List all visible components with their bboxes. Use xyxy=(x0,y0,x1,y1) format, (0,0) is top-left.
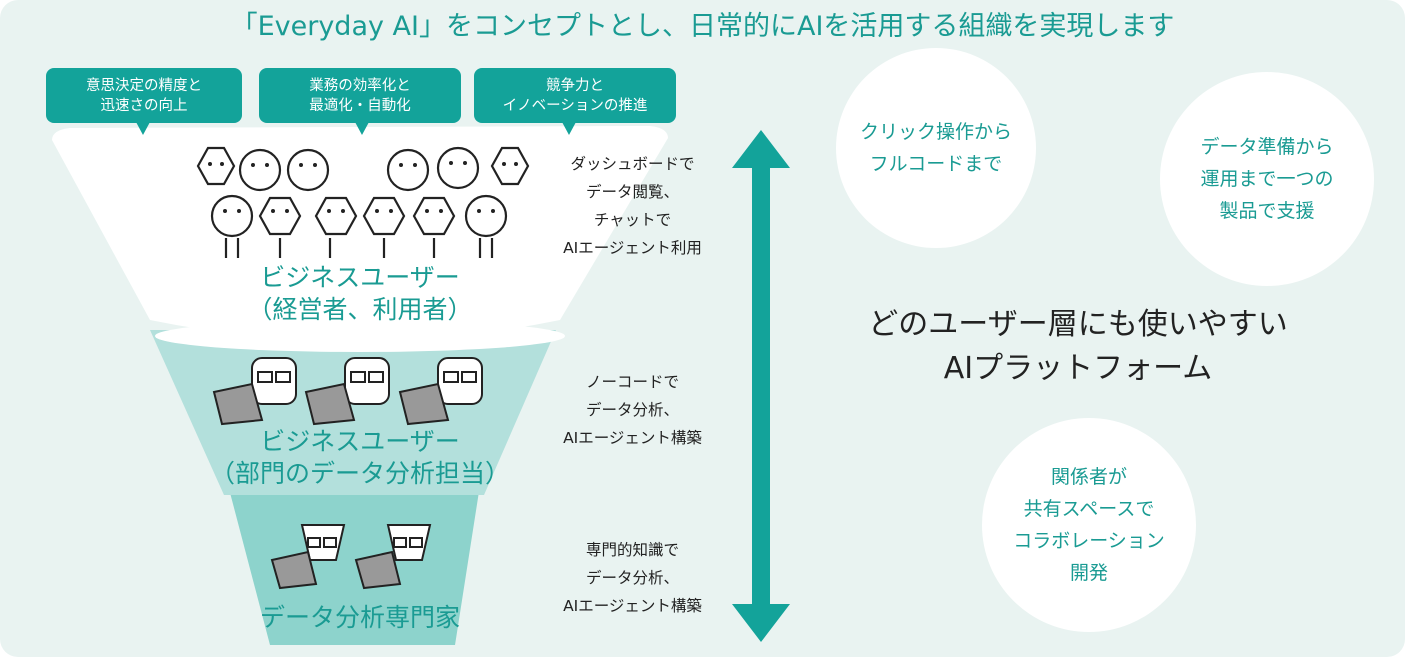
feature-line: 運用まで一つの xyxy=(1200,168,1334,190)
tier-label-data-experts: データ分析専門家 xyxy=(230,602,490,634)
goal-line: 業務の効率化と xyxy=(309,77,411,94)
desc-line: AIエージェント利用 xyxy=(563,239,702,257)
feature-circle-single-product: データ準備から 運用まで一つの 製品で支援 xyxy=(1160,72,1374,286)
desc-line: 専門的知識で xyxy=(585,541,679,559)
double-arrow-icon xyxy=(732,130,790,642)
platform-statement: どのユーザー層にも使いやすい AIプラットフォーム xyxy=(858,303,1298,391)
tier-label-line: ビジネスユーザー xyxy=(260,427,460,456)
desc-line: データ分析、 xyxy=(585,401,679,419)
tier-desc-department-analysts: ノーコードで データ分析、 AIエージェント構築 xyxy=(540,368,725,452)
goal-bubble-decision: 意思決定の精度と迅速さの向上 xyxy=(46,68,242,135)
goal-line: 最適化・自動化 xyxy=(309,97,411,114)
tier-label-business-users: ビジネスユーザー （経営者、利用者） xyxy=(210,262,510,326)
goal-line: 意思決定の精度と xyxy=(86,77,202,94)
user-funnel xyxy=(52,126,668,645)
smile-faces-icon xyxy=(208,161,518,213)
desc-line: AIエージェント構築 xyxy=(563,429,702,447)
analyst-laptop-icons xyxy=(212,357,483,426)
expert-laptop-icons xyxy=(270,524,432,590)
tier-label-line: ビジネスユーザー xyxy=(260,263,460,292)
platform-line: どのユーザー層にも使いやすい xyxy=(868,307,1288,342)
desc-line: データ閲覧、 xyxy=(585,183,679,201)
goal-bubble-innovation: 競争力とイノベーションの推進 xyxy=(474,68,676,135)
feature-line: データ準備から xyxy=(1200,136,1334,158)
feature-line: コラボレーション xyxy=(1013,530,1165,552)
business-users-group-icon xyxy=(196,146,530,258)
goal-line: 競争力と xyxy=(546,77,604,94)
desc-line: ノーコードで xyxy=(585,373,679,391)
funnel-top-rim xyxy=(155,320,565,352)
goal-bubble-efficiency: 業務の効率化と最適化・自動化 xyxy=(259,68,461,135)
goal-line: イノベーションの推進 xyxy=(502,97,648,114)
tier-desc-data-experts: 専門的知識で データ分析、 AIエージェント構築 xyxy=(540,536,725,620)
desc-line: チャットで xyxy=(593,211,672,229)
feature-line: 共有スペースで xyxy=(1023,498,1155,520)
feature-circle-click-to-code: クリック操作から フルコードまで xyxy=(836,48,1036,248)
goal-line: 迅速さの向上 xyxy=(100,97,188,114)
tier-desc-business-users: ダッシュボードで データ閲覧、 チャットで AIエージェント利用 xyxy=(540,150,725,262)
tier-label-line: データ分析専門家 xyxy=(259,603,460,632)
desc-line: データ分析、 xyxy=(585,569,679,587)
page-title: 「Everyday AI」をコンセプトとし、日常的にAIを活用する組織を実現しま… xyxy=(230,11,1175,42)
feature-circle-collaboration: 関係者が 共有スペースで コラボレーション 開発 xyxy=(982,418,1196,632)
tier-label-line: （部門のデータ分析担当） xyxy=(209,459,510,488)
feature-line: 製品で支援 xyxy=(1219,200,1315,222)
feature-line: 開発 xyxy=(1069,562,1108,584)
platform-line: AIプラットフォーム xyxy=(943,351,1213,386)
tier-label-department-analysts: ビジネスユーザー （部門のデータ分析担当） xyxy=(190,426,530,490)
feature-line: フルコードまで xyxy=(869,153,1003,175)
desc-line: ダッシュボードで xyxy=(570,155,695,173)
feature-line: 関係者が xyxy=(1050,466,1127,488)
feature-line: クリック操作から xyxy=(859,121,1012,143)
desc-line: AIエージェント構築 xyxy=(563,597,702,615)
tier-label-line: （経営者、利用者） xyxy=(247,295,473,324)
